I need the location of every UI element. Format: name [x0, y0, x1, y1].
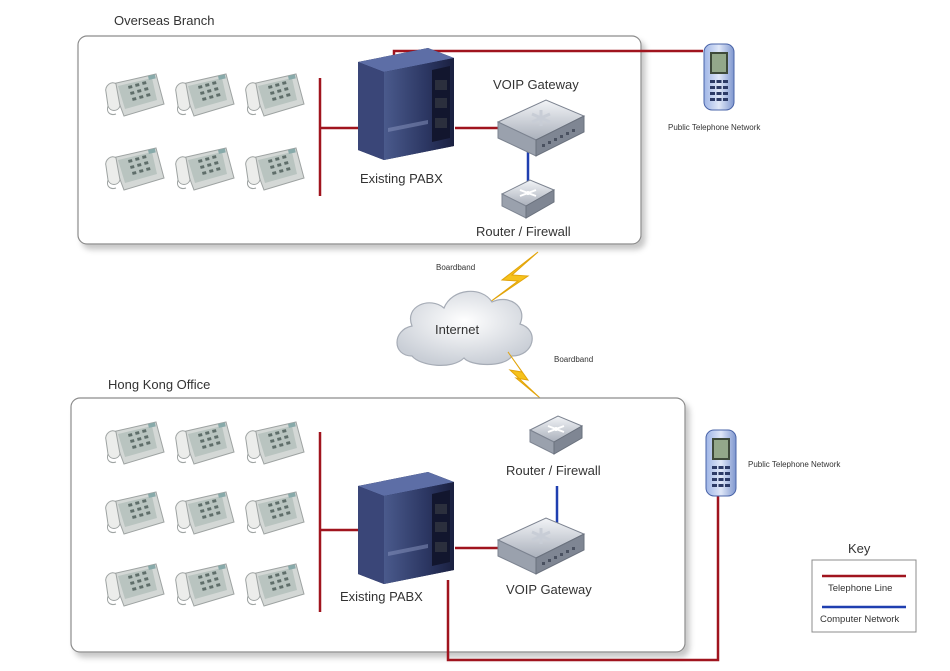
overseas-branch-title: Overseas Branch — [114, 13, 214, 28]
hongkong-gateway-label: VOIP Gateway — [506, 582, 592, 597]
hong-kong-office-title: Hong Kong Office — [108, 377, 210, 392]
hong-kong-office-group: Hong Kong Office Existing PABX Router / … — [70, 377, 720, 662]
pstn-top-label: Public Telephone Network — [668, 123, 761, 132]
broadband-lightning-icon — [507, 351, 541, 399]
pstn-bottom-label: Public Telephone Network — [748, 460, 841, 469]
internet-label: Internet — [435, 322, 479, 337]
hongkong-pabx-label: Existing PABX — [340, 589, 423, 604]
mobile-phone-icon — [705, 429, 737, 497]
legend-title: Key — [848, 541, 871, 556]
broadband-bottom-label: Boardband — [554, 355, 593, 364]
legend: Key Telephone Line Computer Network — [811, 541, 917, 633]
hongkong-router-label: Router / Firewall — [506, 463, 601, 478]
legend-telephone-label: Telephone Line — [828, 583, 892, 594]
pabx-icon — [358, 472, 454, 584]
broadband-top-label: Boardband — [436, 263, 475, 272]
legend-box — [811, 559, 917, 633]
overseas-pabx-label: Existing PABX — [360, 171, 443, 186]
legend-computer-label: Computer Network — [820, 614, 899, 625]
overseas-branch-group: Overseas Branch Existing PABX VOIP Gatew… — [77, 13, 703, 245]
overseas-gateway-label: VOIP Gateway — [493, 77, 579, 92]
internet-cloud-icon — [396, 290, 533, 366]
overseas-router-label: Router / Firewall — [476, 224, 571, 239]
broadband-lightning-icon — [489, 251, 539, 303]
pabx-icon — [358, 48, 454, 160]
telephone-line — [318, 432, 720, 662]
mobile-phone-icon — [703, 43, 735, 111]
